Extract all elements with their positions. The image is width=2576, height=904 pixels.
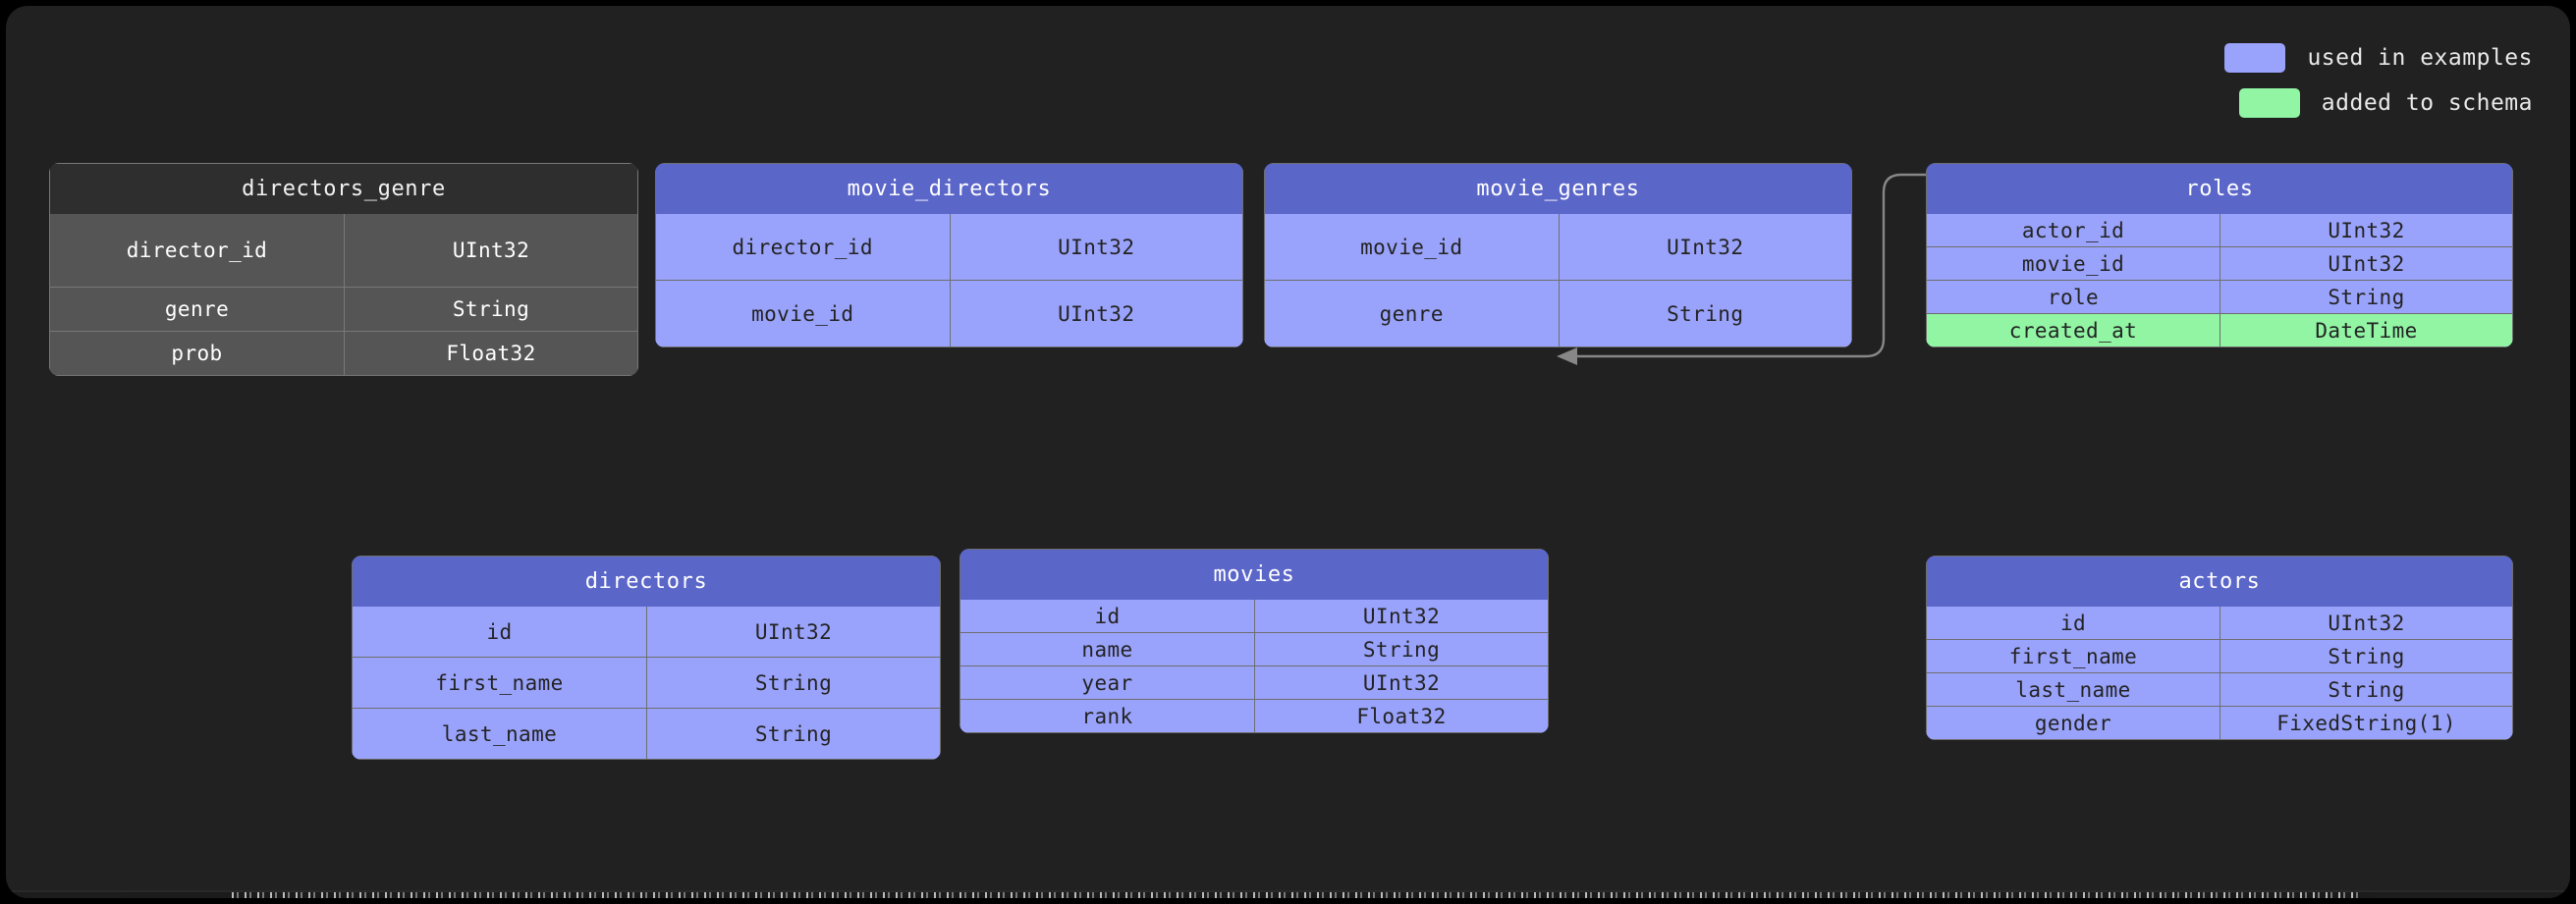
- table-row[interactable]: first_name String: [352, 658, 941, 709]
- column-name: id: [959, 600, 1254, 633]
- table-row[interactable]: movie_id UInt32: [655, 281, 1243, 347]
- column-name: genre: [1264, 281, 1559, 347]
- table-title-directors_genre: directors_genre: [49, 163, 638, 214]
- table-row[interactable]: id UInt32: [1926, 607, 2513, 640]
- table-row[interactable]: director_id UInt32: [655, 214, 1243, 281]
- column-name: actor_id: [1926, 214, 2220, 247]
- column-type: UInt32: [344, 214, 638, 288]
- column-name: movie_id: [655, 281, 950, 347]
- table-row[interactable]: last_name String: [1926, 673, 2513, 707]
- table-movie_genres[interactable]: movie_genres movie_id UInt32 genre Strin…: [1264, 163, 1852, 347]
- column-type: String: [1254, 633, 1549, 666]
- column-type: String: [2220, 640, 2513, 673]
- table-row[interactable]: id UInt32: [959, 600, 1549, 633]
- column-name: prob: [49, 332, 344, 376]
- clipped-text-specks: [232, 892, 2363, 898]
- column-name: rank: [959, 700, 1254, 733]
- table-title-movie_directors: movie_directors: [655, 163, 1243, 214]
- table-directors_genre[interactable]: directors_genre director_id UInt32 genre…: [49, 163, 638, 376]
- column-name: first_name: [352, 658, 646, 709]
- table-actors[interactable]: actors id UInt32 first_name String last_…: [1926, 556, 2513, 740]
- table-row[interactable]: movie_id UInt32: [1926, 247, 2513, 281]
- column-name: last_name: [1926, 673, 2220, 707]
- table-movie_directors[interactable]: movie_directors director_id UInt32 movie…: [655, 163, 1243, 347]
- table-row[interactable]: first_name String: [1926, 640, 2513, 673]
- column-type: Float32: [344, 332, 638, 376]
- column-name: role: [1926, 281, 2220, 314]
- table-title-actors: actors: [1926, 556, 2513, 607]
- table-row[interactable]: actor_id UInt32: [1926, 214, 2513, 247]
- column-name: first_name: [1926, 640, 2220, 673]
- legend-item-added-to-schema: added to schema: [2238, 88, 2533, 118]
- column-name: movie_id: [1926, 247, 2220, 281]
- table-row[interactable]: role String: [1926, 281, 2513, 314]
- table-title-roles: roles: [1926, 163, 2513, 214]
- column-type: String: [2220, 673, 2513, 707]
- table-directors[interactable]: directors id UInt32 first_name String la…: [352, 556, 941, 760]
- table-row[interactable]: gender FixedString(1): [1926, 707, 2513, 740]
- column-name: id: [352, 607, 646, 658]
- column-type: UInt32: [1558, 214, 1852, 281]
- column-name: director_id: [49, 214, 344, 288]
- table-title-movie_genres: movie_genres: [1264, 163, 1852, 214]
- column-name: last_name: [352, 709, 646, 760]
- legend-label-used-in-examples: used in examples: [2307, 45, 2533, 71]
- column-type: UInt32: [646, 607, 941, 658]
- column-type: UInt32: [949, 281, 1243, 347]
- column-type: FixedString(1): [2220, 707, 2513, 740]
- table-row[interactable]: name String: [959, 633, 1549, 666]
- column-type: UInt32: [1254, 666, 1549, 700]
- legend-item-used-in-examples: used in examples: [2224, 43, 2533, 73]
- column-name: gender: [1926, 707, 2220, 740]
- table-row[interactable]: rank Float32: [959, 700, 1549, 733]
- column-type: String: [344, 288, 638, 332]
- column-type: String: [1558, 281, 1852, 347]
- column-name: created_at: [1926, 314, 2220, 347]
- legend: used in examples added to schema: [2224, 43, 2533, 118]
- table-row[interactable]: id UInt32: [352, 607, 941, 658]
- column-type: String: [2220, 281, 2513, 314]
- table-row[interactable]: prob Float32: [49, 332, 638, 376]
- column-name: movie_id: [1264, 214, 1559, 281]
- table-title-directors: directors: [352, 556, 941, 607]
- column-type: UInt32: [2220, 247, 2513, 281]
- table-row[interactable]: movie_id UInt32: [1264, 214, 1852, 281]
- relationship-connectors: [462, 173, 2082, 365]
- table-row[interactable]: director_id UInt32: [49, 214, 638, 288]
- column-type: UInt32: [949, 214, 1243, 281]
- table-row[interactable]: year UInt32: [959, 666, 1549, 700]
- table-row[interactable]: last_name String: [352, 709, 941, 760]
- table-row-added[interactable]: created_at DateTime: [1926, 314, 2513, 347]
- column-type: UInt32: [1254, 600, 1549, 633]
- legend-swatch-blue: [2224, 43, 2286, 73]
- column-name: year: [959, 666, 1254, 700]
- table-row[interactable]: genre String: [1264, 281, 1852, 347]
- column-name: genre: [49, 288, 344, 332]
- column-type: Float32: [1254, 700, 1549, 733]
- table-movies[interactable]: movies id UInt32 name String year UInt32…: [959, 549, 1549, 733]
- column-name: director_id: [655, 214, 950, 281]
- column-type: String: [646, 658, 941, 709]
- column-name: name: [959, 633, 1254, 666]
- diagram-canvas: used in examples added to schema directo…: [6, 6, 2570, 898]
- table-title-movies: movies: [959, 549, 1549, 600]
- table-roles[interactable]: roles actor_id UInt32 movie_id UInt32 ro…: [1926, 163, 2513, 347]
- table-row[interactable]: genre String: [49, 288, 638, 332]
- column-type: String: [646, 709, 941, 760]
- column-type: UInt32: [2220, 607, 2513, 640]
- column-type: UInt32: [2220, 214, 2513, 247]
- legend-label-added-to-schema: added to schema: [2321, 90, 2533, 116]
- clipped-content-strip: [6, 890, 2570, 898]
- column-name: id: [1926, 607, 2220, 640]
- legend-swatch-green: [2238, 88, 2300, 118]
- column-type: DateTime: [2220, 314, 2513, 347]
